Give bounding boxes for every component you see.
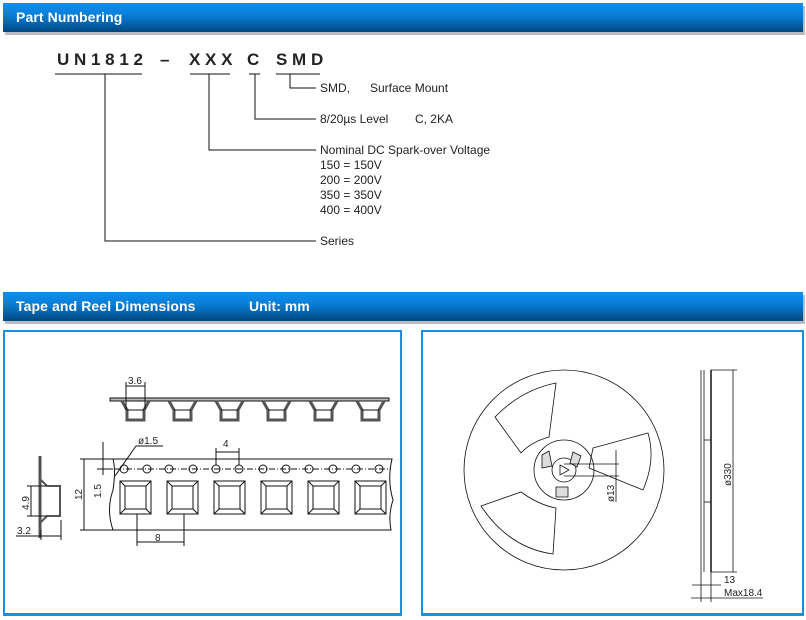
dim-hub-diameter: ø13 xyxy=(606,484,617,502)
tape-profile xyxy=(109,382,390,422)
reel-windows xyxy=(480,382,652,555)
legend-series: Series xyxy=(320,234,355,248)
dim-hole-offset: 1.5 xyxy=(93,484,104,498)
pn-series: U N 1 8 1 2 xyxy=(57,50,143,69)
dim-pocket-depth: 4.9 xyxy=(21,496,32,510)
component-pockets xyxy=(119,480,387,515)
legend-voltage-title: Nominal DC Spark-over Voltage xyxy=(320,143,491,157)
dim-pocket-width: 3.6 xyxy=(128,376,142,387)
tape-reel-header: Tape and Reel Dimensions Unit: mm xyxy=(3,292,803,321)
tape-front-view xyxy=(80,442,394,546)
dim-hub-width: 13 xyxy=(724,575,736,586)
legend-voltage-150: 150 = 150V xyxy=(320,158,382,172)
dim-max-width: Max18.4 xyxy=(724,588,763,599)
legend-level: 8/20µs Level C, 2KA xyxy=(320,112,453,126)
legend-voltage-400: 400 = 400V xyxy=(320,203,382,217)
pn-dash: – xyxy=(160,50,170,69)
tape-dimensions-panel: 3.6 ø1.5 4 8 12 1.5 4.9 3.2 xyxy=(3,330,402,616)
legend-voltage-200: 200 = 200V xyxy=(320,173,382,187)
reel-side-view xyxy=(691,369,763,602)
pn-voltage: X X X xyxy=(189,50,233,69)
section-title: Part Numbering xyxy=(16,9,123,25)
dim-tape-width: 12 xyxy=(74,488,85,500)
legend-smd: SMD, Surface Mount xyxy=(320,81,449,95)
pn-level: C xyxy=(247,50,260,69)
part-numbering-header: Part Numbering xyxy=(3,3,803,32)
tape-side-profile xyxy=(16,456,62,540)
unit-label: Unit: mm xyxy=(249,298,310,314)
section-title: Tape and Reel Dimensions xyxy=(16,298,196,314)
dim-hole-diameter: ø1.5 xyxy=(138,436,158,447)
dim-pocket-pitch: 8 xyxy=(155,533,161,544)
legend-voltage-350: 350 = 350V xyxy=(320,188,382,202)
dim-reel-diameter: ø330 xyxy=(723,463,734,486)
reel-drawing: ø13 ø330 13 Max18.4 xyxy=(463,369,763,602)
dim-tape-thickness: 3.2 xyxy=(17,526,31,537)
tape-drawing: 3.6 ø1.5 4 8 12 1.5 4.9 3.2 xyxy=(16,376,394,546)
dim-hole-pitch: 4 xyxy=(223,439,229,450)
pn-package: S M D xyxy=(276,50,324,69)
reel-dimensions-panel: ø13 ø330 13 Max18.4 xyxy=(421,330,804,616)
